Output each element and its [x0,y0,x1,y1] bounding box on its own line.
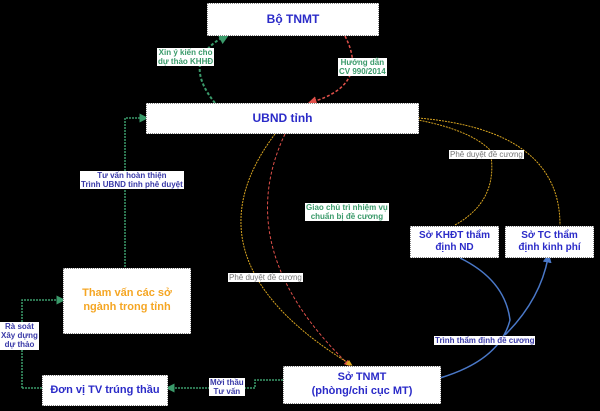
edge-xin-y-kien [198,33,231,104]
edge-huong-dan [307,35,354,106]
node-label: định ND [435,242,474,253]
edge-phe-duyet-2 [240,133,353,366]
node-label: định kinh phí [518,242,581,253]
node-don-vi-tv: Đơn vị TV trúng thầu [42,375,168,406]
label-phe-duyet-2: Phê duyệt đề cương [228,273,303,283]
node-label: Sở KHĐT thẩm [418,229,490,241]
node-label: Sở TNMT [337,371,387,384]
node-so-tnmt: Sở TNMT(phòng/chi cục MT) [283,366,441,404]
node-label: Đơn vị TV trúng thầu [50,383,160,396]
label-line: dự thảo [4,340,35,350]
node-ubnd: UBND tỉnh [146,103,419,134]
label-line: Rà soát [5,322,34,331]
label-line: Xây dựng [1,331,38,341]
label-line: Hướng dẫn [340,58,385,67]
edge-ra-soat [21,300,61,389]
node-label: Bộ TNMT [266,12,320,26]
label-line: CV 990/2014 [339,67,386,77]
edge-tu-van [124,113,149,267]
label-line: chuẩn bị đề cương [310,212,384,222]
label-trinh-tham-dinh: Trình thẩm định đề cương [434,336,536,346]
edge-giao-chu-tri [267,133,351,367]
label-phe-duyet-1: Phê duyệt đề cương [449,150,524,160]
label-line: dự thảo KHHĐ [158,57,214,67]
node-label: ngành trong tỉnh [83,301,171,313]
label-line: Mời thầu [210,378,244,387]
node-label: (phòng/chi cục MT) [311,385,413,397]
label-line: Trình UBND tỉnh phê duyệt [81,180,183,190]
edge-trinh-tham-dinh [439,258,548,379]
label-line: Tư vấn [213,387,241,397]
label-line: Tư vấn hoàn thiện [97,171,167,180]
node-label: UBND tỉnh [252,111,313,125]
label-line: Xin ý kiến cho [158,48,213,57]
node-label: Sở TC thẩm [521,229,578,241]
node-label: Tham vấn các sở [82,287,172,300]
node-bo-tnmt: Bộ TNMT [207,3,379,36]
label-line: Giao chủ trì nhiệm vụ [306,203,388,212]
edge-phe-duyet-1 [417,117,561,226]
